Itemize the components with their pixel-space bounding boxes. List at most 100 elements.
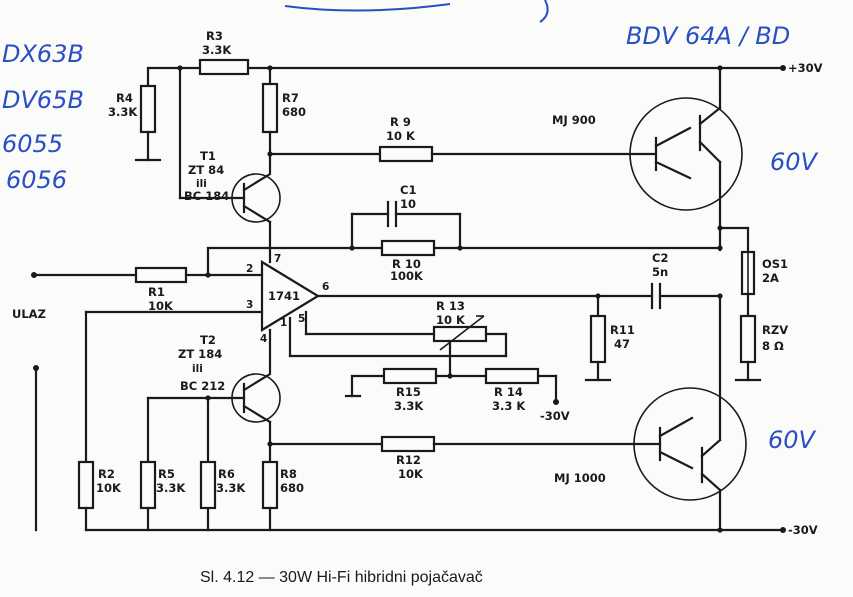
os1-value: 2A (762, 271, 779, 285)
mj900-c1 (654, 126, 692, 148)
c1-value: 10 (400, 197, 416, 211)
junction (177, 65, 183, 71)
t1-line1: ZT 84 (188, 163, 224, 177)
junction (447, 373, 453, 379)
r9-name: R 9 (390, 115, 411, 129)
terminal-negative (780, 527, 786, 533)
minus30-label: -30V (540, 409, 570, 423)
r4-value: 3.3K (108, 105, 138, 119)
mj1000-c1 (658, 416, 694, 438)
mj1000-label: MJ 1000 (554, 471, 606, 485)
r1-value: 10K (148, 299, 174, 313)
r3-value: 3.3K (202, 43, 232, 57)
opamp-pin1: 1 (280, 317, 287, 329)
r15-name: R15 (396, 385, 421, 399)
handwritten-notes: DX63B DV65B 6055 6056 BDV 64A / BD 60V 6… (2, 0, 819, 454)
note-60v-bottom: 60V (768, 426, 817, 454)
r1-name: R1 (148, 285, 165, 299)
mj900-c2 (698, 106, 722, 126)
r3-name: R3 (206, 29, 223, 43)
t1-collector (242, 172, 272, 192)
input-label: ULAZ (12, 307, 46, 321)
resistor-r3 (198, 58, 250, 76)
opamp-pin6: 6 (322, 281, 329, 293)
t2-line2: ili (192, 363, 203, 375)
opamp-label: 1741 (268, 289, 300, 303)
rzv-value: 8 Ω (762, 339, 784, 353)
resistor-r15 (382, 367, 438, 385)
r2-value: 10K (96, 481, 122, 495)
opamp-pin2: 2 (246, 263, 253, 275)
junction (205, 272, 211, 278)
pen-scribble (284, 3, 451, 12)
r4-name: R4 (116, 91, 133, 105)
opamp-1741 (260, 260, 321, 332)
pen-scribble (539, 0, 549, 23)
mj1000-e2 (700, 472, 722, 492)
resistor-r2 (77, 460, 95, 510)
transistor-mj1000 (633, 387, 747, 501)
t1-emitter (242, 204, 272, 224)
t2-line3: BC 212 (180, 379, 225, 393)
rail-negative-label: -30V (788, 523, 818, 537)
c1-name: C1 (400, 183, 416, 197)
resistor-r8 (261, 460, 279, 510)
note-60v-top: 60V (770, 148, 819, 176)
note-6056: 6056 (6, 166, 67, 194)
resistor-r1 (134, 266, 188, 284)
t2-collector (242, 404, 272, 424)
resistor-r14 (484, 367, 540, 385)
junction (717, 527, 723, 533)
t1-line2: ili (196, 178, 207, 190)
note-6055: 6055 (2, 130, 63, 158)
r11-name: R11 (610, 323, 635, 337)
note-dx63b: DX63B (2, 40, 84, 68)
resistor-r5 (139, 460, 157, 510)
r5-name: R5 (158, 467, 175, 481)
t1-line3: BC 184 (184, 189, 229, 203)
t2-line1: ZT 184 (178, 347, 222, 361)
r6-value: 3.3K (216, 481, 246, 495)
r13-trim-arrow (439, 315, 485, 351)
r13-name: R 13 (436, 299, 465, 313)
speaker-rzv (739, 314, 757, 364)
r10-name: R 10 (392, 257, 421, 271)
resistor-r12 (380, 435, 436, 453)
r2-name: R2 (98, 467, 115, 481)
rail-positive-label: +30V (788, 61, 823, 75)
c2-name: C2 (652, 251, 668, 265)
t2-name: T2 (200, 333, 216, 347)
mj1000-e1 (658, 450, 694, 470)
junction (717, 65, 723, 71)
r12-value: 10K (398, 467, 424, 481)
t1-name: T1 (200, 149, 216, 163)
junction (717, 245, 723, 251)
r11-value: 47 (614, 337, 630, 351)
mj900-e1 (654, 160, 692, 180)
resistor-r10 (380, 239, 436, 257)
resistor-r6 (199, 460, 217, 510)
os1-name: OS1 (762, 257, 788, 271)
junction (349, 245, 355, 251)
r15-value: 3.3K (394, 399, 424, 413)
note-bdv64a: BDV 64A / BD (626, 22, 790, 50)
transistor-mj900 (629, 97, 743, 211)
opamp-pin4: 4 (260, 333, 267, 345)
r14-name: R 14 (494, 385, 523, 399)
r14-value: 3.3 K (492, 399, 526, 413)
r8-value: 680 (280, 481, 304, 495)
t2-emitter (242, 372, 272, 392)
mj1000-c2 (700, 438, 722, 458)
mj900-e2 (698, 140, 722, 164)
resistor-r11 (589, 314, 607, 364)
c2-value: 5n (652, 265, 668, 279)
r8-name: R8 (280, 467, 297, 481)
junction (717, 225, 723, 231)
rzv-name: RZV (762, 323, 788, 337)
r5-value: 3.3K (156, 481, 186, 495)
resistor-r7 (261, 82, 279, 134)
r9-value: 10 K (386, 129, 416, 143)
terminal-minus30 (553, 399, 559, 405)
opamp-pin3: 3 (246, 299, 253, 311)
